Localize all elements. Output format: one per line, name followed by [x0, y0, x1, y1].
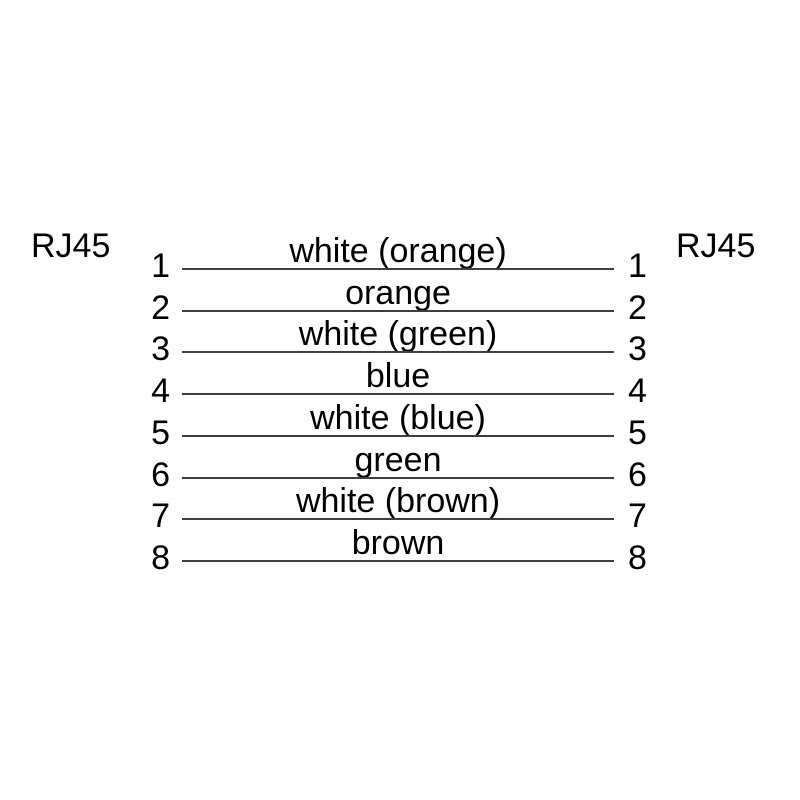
wire-color-label: white (blue) [310, 399, 486, 437]
pin-number-right: 3 [628, 330, 647, 368]
pin-number-left: 3 [151, 330, 170, 368]
wire-line [182, 393, 614, 395]
pin-number-left: 7 [151, 497, 170, 535]
pin-number-right: 7 [628, 497, 647, 535]
pin-number-left: 8 [151, 539, 170, 577]
pin-number-left: 5 [151, 414, 170, 452]
pin-number-right: 4 [628, 372, 647, 410]
left-connector-label: RJ45 [31, 227, 111, 265]
pin-number-right: 8 [628, 539, 647, 577]
wire-color-label: orange [345, 274, 451, 312]
wire-color-label: green [354, 441, 442, 479]
wire-line [182, 310, 614, 312]
pin-number-left: 2 [151, 289, 170, 327]
pin-number-right: 2 [628, 289, 647, 327]
wire-color-label: brown [351, 524, 445, 562]
pin-number-right: 5 [628, 414, 647, 452]
pin-number-left: 6 [151, 456, 170, 494]
wire-line [182, 351, 614, 353]
right-connector-label: RJ45 [676, 227, 756, 265]
pin-number-left: 1 [151, 247, 170, 285]
wire-color-label: white (brown) [295, 482, 501, 520]
wire-line [182, 435, 614, 437]
pin-number-right: 6 [628, 456, 647, 494]
wire-line [182, 477, 614, 479]
pin-number-left: 4 [151, 372, 170, 410]
wire-color-label: white (orange) [289, 232, 507, 270]
wire-line [182, 560, 614, 562]
wire-color-label: white (green) [298, 315, 498, 353]
wire-line [182, 268, 614, 270]
pin-number-right: 1 [628, 247, 647, 285]
wire-line [182, 518, 614, 520]
wire-color-label: blue [365, 357, 431, 395]
